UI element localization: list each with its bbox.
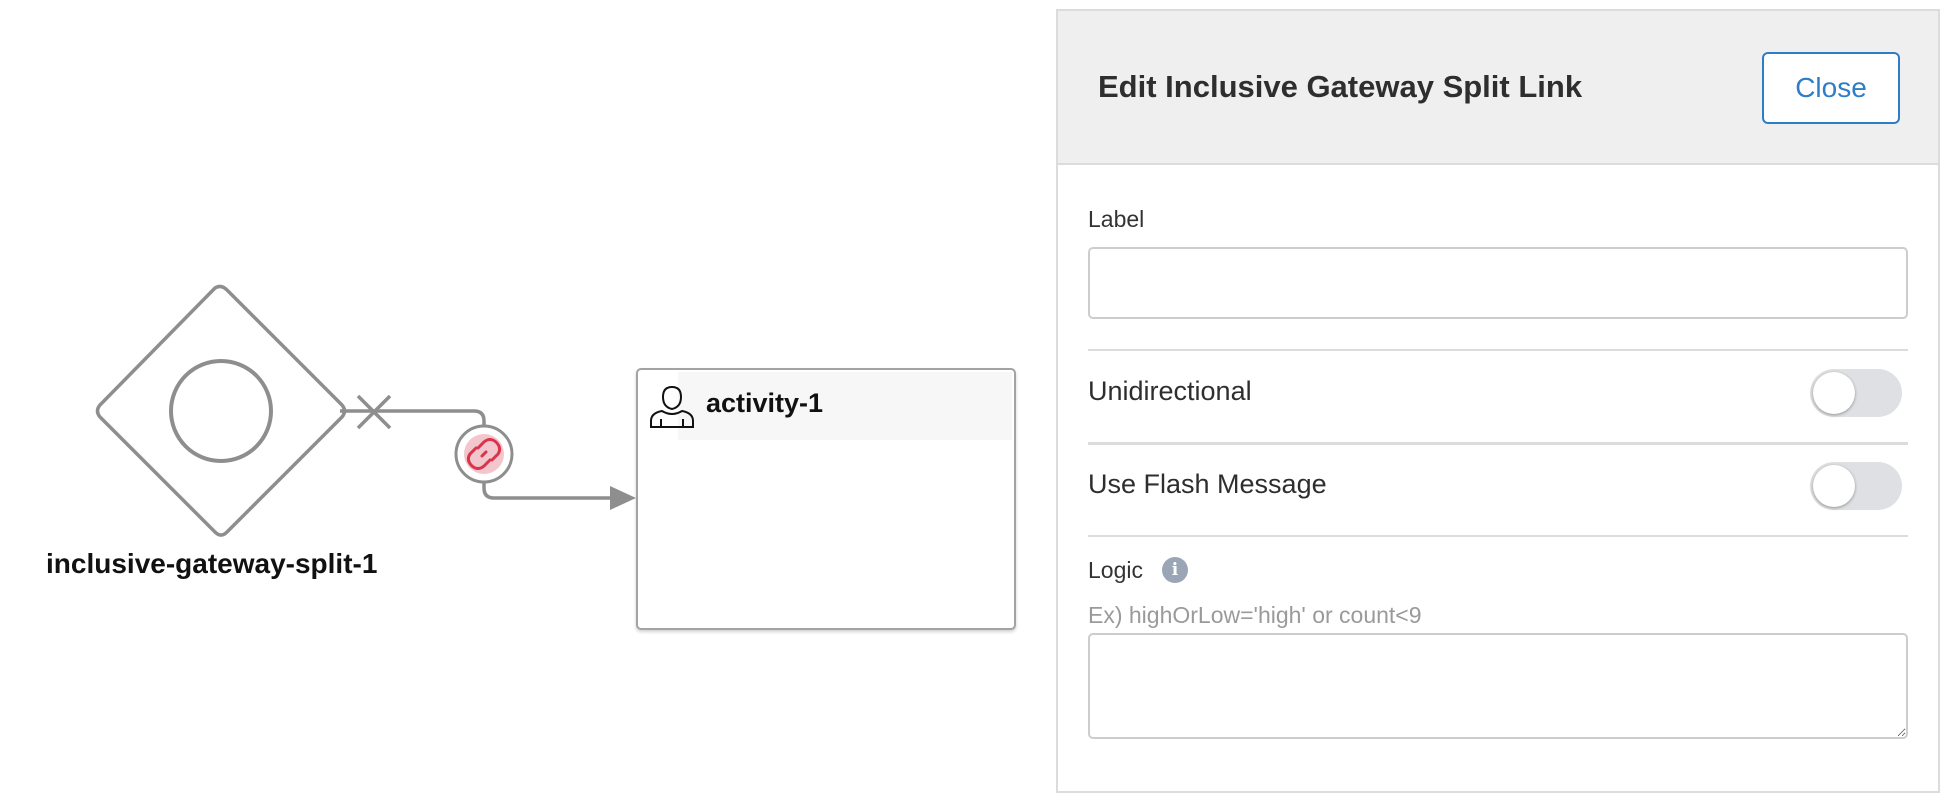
inclusive-gateway-node[interactable] [95, 284, 347, 537]
activity-title: activity-1 [706, 388, 824, 418]
activity-node[interactable]: activity-1 [636, 368, 1016, 630]
unlink-icon[interactable] [454, 424, 514, 484]
divider [1088, 442, 1908, 445]
divider [1088, 535, 1908, 537]
user-icon [650, 385, 694, 428]
close-icon[interactable] [356, 394, 392, 430]
inclusive-gateway-icon [169, 359, 273, 463]
label-field-label: Label [1088, 206, 1145, 232]
gateway-diamond[interactable] [95, 284, 347, 537]
close-button[interactable]: Close [1762, 52, 1900, 124]
flash-message-label: Use Flash Message [1088, 469, 1327, 499]
label-input[interactable] [1088, 247, 1908, 319]
divider [1088, 349, 1908, 351]
flash-message-toggle[interactable] [1810, 462, 1902, 510]
logic-textarea[interactable] [1088, 633, 1908, 739]
info-icon[interactable]: i [1162, 557, 1188, 583]
toggle-knob [1813, 465, 1855, 507]
panel-title: Edit Inclusive Gateway Split Link [1098, 69, 1583, 104]
unidirectional-toggle[interactable] [1810, 369, 1902, 417]
unidirectional-label: Unidirectional [1088, 376, 1252, 406]
logic-hint: Ex) highOrLow='high' or count<9 [1088, 602, 1422, 628]
edit-link-panel: Edit Inclusive Gateway Split Link Close … [1056, 9, 1940, 793]
toggle-knob [1813, 372, 1855, 414]
activity-header [678, 372, 1012, 440]
gateway-label: inclusive-gateway-split-1 [46, 548, 378, 579]
logic-label: Logic [1088, 557, 1143, 583]
link-arrowhead [610, 486, 636, 510]
panel-header: Edit Inclusive Gateway Split Link Close [1058, 11, 1938, 165]
